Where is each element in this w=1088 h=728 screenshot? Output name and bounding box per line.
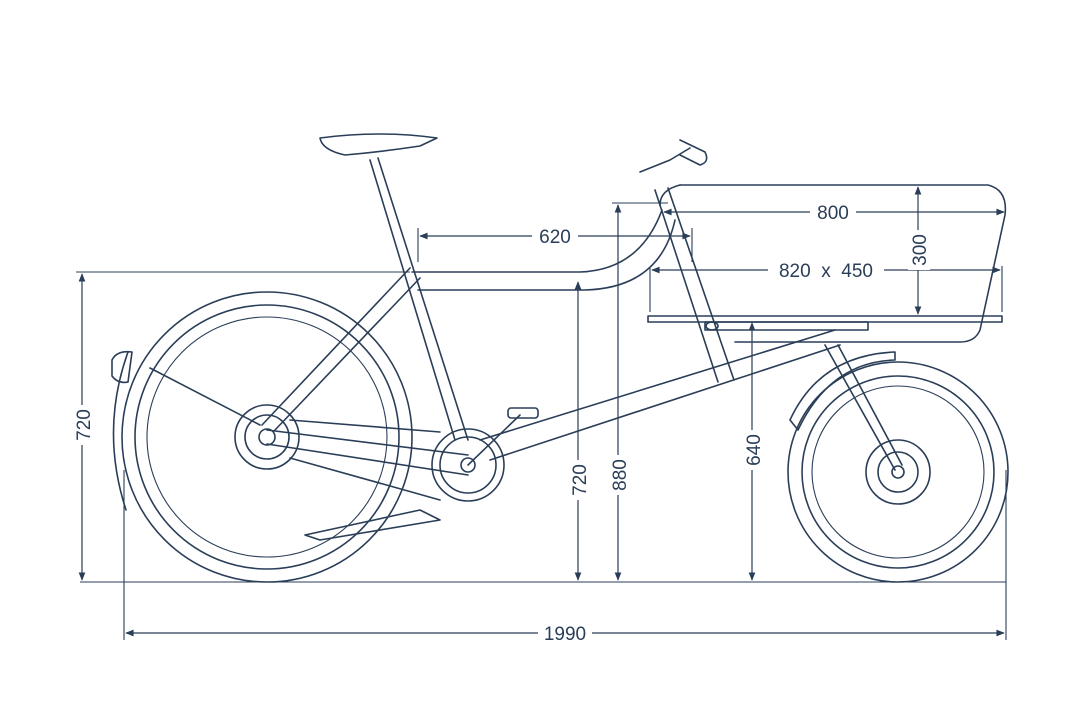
rear-wheel bbox=[111, 291, 413, 583]
dim-label-reach: 620 bbox=[539, 227, 571, 248]
frame bbox=[149, 157, 903, 541]
dim-label-platform-size: 820 x 450 bbox=[779, 261, 873, 282]
dimension-box-height: 300 bbox=[908, 186, 931, 315]
dim-label-box-height: 300 bbox=[910, 234, 931, 266]
saddle bbox=[319, 133, 438, 156]
rear-fender bbox=[112, 351, 129, 511]
handlebar bbox=[639, 139, 708, 173]
front-fender bbox=[789, 351, 896, 431]
dimension-reach: 620 bbox=[417, 226, 693, 262]
dim-label-standover: 720 bbox=[570, 464, 591, 496]
dim-label-box-length: 800 bbox=[817, 203, 849, 224]
front-wheel bbox=[787, 351, 1009, 583]
dim-label-overall-length: 1990 bbox=[544, 624, 586, 645]
dim-label-handlebar-height: 880 bbox=[610, 459, 631, 491]
dimension-standover: 720 bbox=[568, 281, 591, 581]
dimension-platform-height: 640 bbox=[742, 322, 765, 581]
dimension-handlebar-height: 880 bbox=[608, 202, 668, 581]
dimension-overall-length: 1990 bbox=[123, 470, 1007, 645]
dim-label-rear-height: 720 bbox=[74, 409, 95, 441]
dimension-box-length: 800 bbox=[663, 202, 1005, 224]
dimension-rear-height: 720 bbox=[72, 271, 410, 581]
rear-light bbox=[111, 350, 133, 384]
crankset bbox=[431, 407, 539, 502]
dim-label-platform-height: 640 bbox=[744, 434, 765, 466]
dimension-platform-size: 820 x 450 bbox=[649, 259, 1003, 312]
